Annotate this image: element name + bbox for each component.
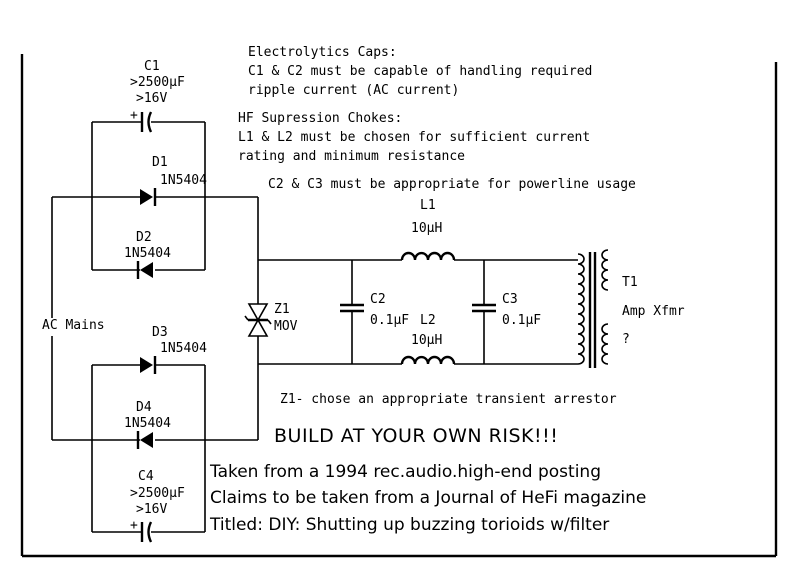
d2-part: 1N5404 — [124, 246, 171, 261]
c2c3-note: C2 & C3 must be appropriate for powerlin… — [268, 177, 636, 192]
t1-desc: Amp Xfmr — [622, 304, 685, 319]
c3-value: 0.1µF — [502, 313, 541, 328]
caps-note-title: Electrolytics Caps: — [248, 45, 397, 60]
chokes-note-title: HF Supression Chokes: — [238, 111, 402, 126]
c1-capacitor: + — [130, 108, 153, 133]
d3-name: D3 — [152, 325, 168, 340]
l1-name: L1 — [420, 198, 436, 213]
z1-name: Z1 — [274, 302, 290, 317]
z1-mov — [244, 197, 272, 440]
l1-value: 10µH — [411, 221, 442, 236]
c1-polarity: + — [130, 108, 138, 123]
d1-name: D1 — [152, 155, 168, 170]
caps-note-line1: C1 & C2 must be capable of handling requ… — [248, 64, 592, 79]
caps-note-line2: ripple current (AC current) — [248, 83, 459, 98]
top-rectifier-block — [51, 121, 258, 318]
source-line2: Claims to be taken from a Journal of HeF… — [210, 488, 646, 508]
z1-type: MOV — [274, 319, 298, 334]
d1-part: 1N5404 — [160, 173, 207, 188]
c4-polarity: + — [130, 518, 138, 533]
t1-transformer — [577, 249, 609, 368]
c4-voltage: >16V — [136, 502, 167, 517]
c2-value: 0.1µF — [370, 313, 409, 328]
c3-capacitor — [472, 260, 496, 364]
c3-name: C3 — [502, 292, 518, 307]
l2-value: 10µH — [411, 333, 442, 348]
c2-capacitor — [340, 260, 364, 364]
t1-question: ? — [622, 332, 630, 347]
d4-diode — [136, 431, 153, 449]
c1-name: C1 — [144, 59, 160, 74]
c4-capacitor: + — [130, 518, 153, 543]
d1-diode — [140, 188, 157, 206]
chokes-note-line2: rating and minimum resistance — [238, 149, 465, 164]
c4-value: >2500µF — [130, 486, 185, 501]
ac-mains-label: AC Mains — [42, 318, 105, 333]
d4-part: 1N5404 — [124, 416, 171, 431]
d2-name: D2 — [136, 230, 152, 245]
source-line1: Taken from a 1994 rec.audio.high-end pos… — [209, 462, 601, 482]
c1-voltage: >16V — [136, 91, 167, 106]
l2-name: L2 — [420, 313, 436, 328]
d3-part: 1N5404 — [160, 341, 207, 356]
t1-name: T1 — [622, 275, 638, 290]
d2-diode — [136, 261, 153, 279]
d3-diode — [140, 356, 157, 374]
d4-name: D4 — [136, 400, 152, 415]
l2-inductor — [400, 355, 456, 365]
c2-name: C2 — [370, 292, 386, 307]
bottom-rectifier-block — [51, 336, 258, 533]
c1-value: >2500µF — [130, 75, 185, 90]
source-line3: Titled: DIY: Shutting up buzzing torioid… — [209, 515, 609, 535]
z1-note: Z1- chose an appropriate transient arres… — [280, 392, 617, 407]
l1-inductor — [400, 251, 456, 261]
warning-text: BUILD AT YOUR OWN RISK!!! — [274, 425, 558, 447]
c4-name: C4 — [138, 469, 154, 484]
chokes-note-line1: L1 & L2 must be chosen for sufficient cu… — [238, 130, 590, 145]
